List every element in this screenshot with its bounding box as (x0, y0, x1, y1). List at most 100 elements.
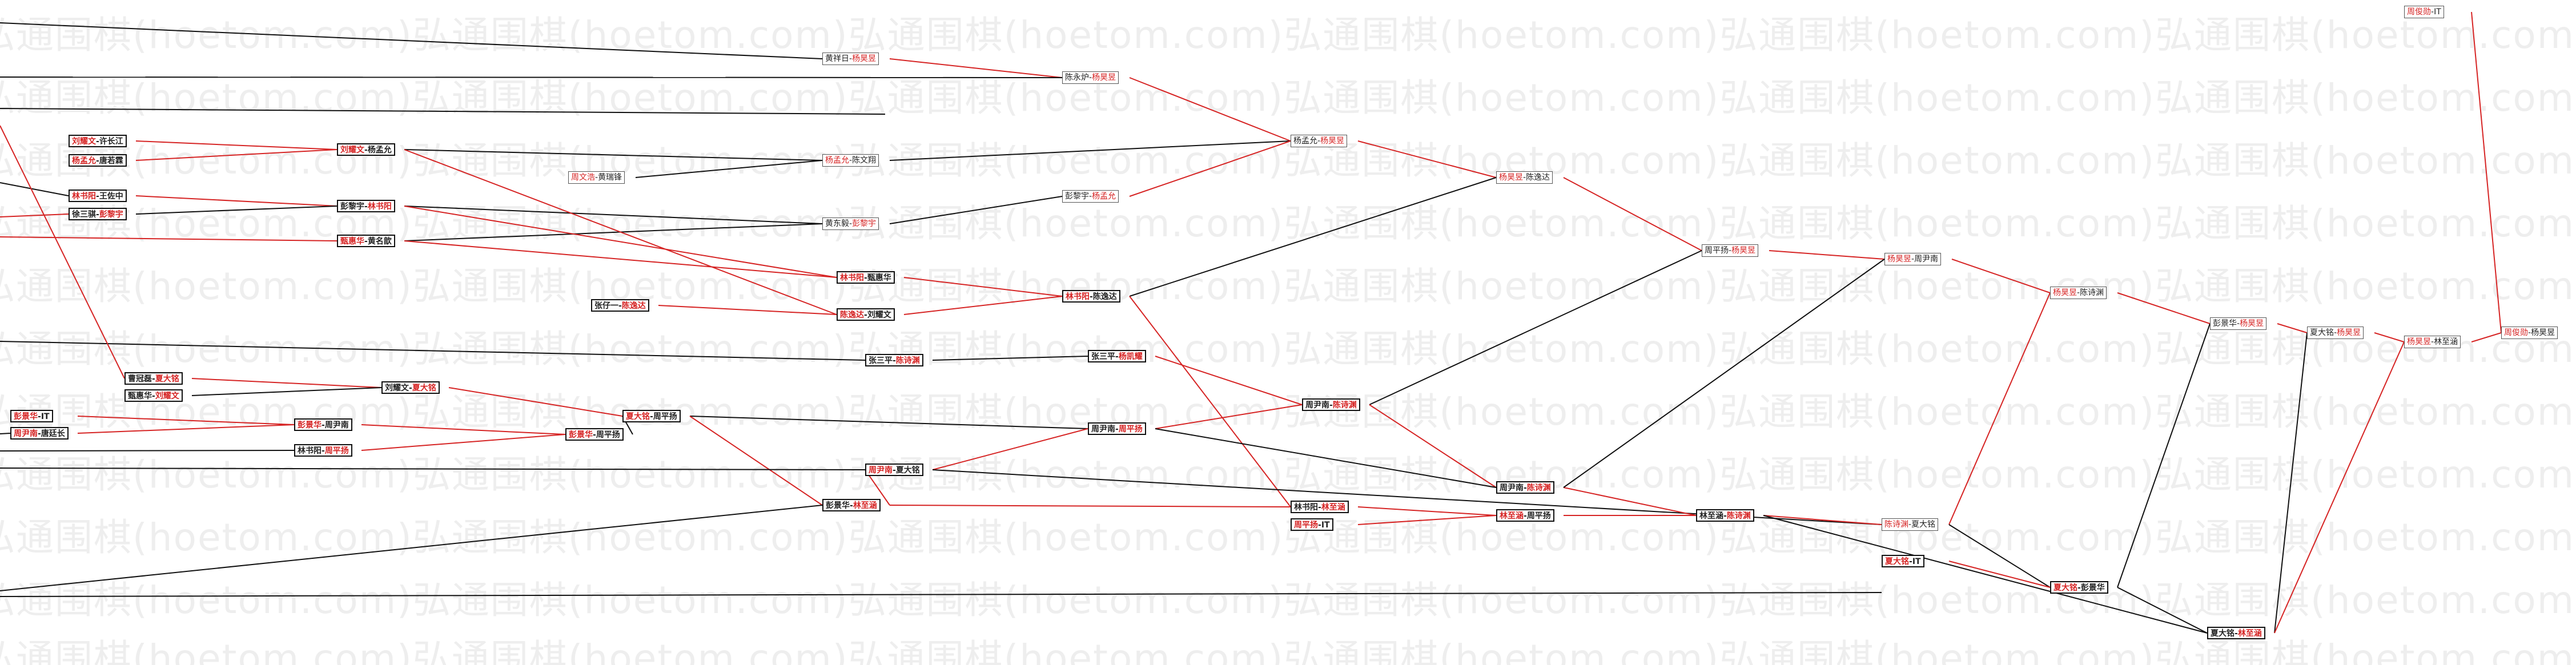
match-box: 周尹南-陈诗渊 (1496, 481, 1554, 494)
player-a: 林书阳 (1066, 292, 1090, 301)
player-a: 陈逸达 (840, 311, 864, 320)
separator: - (849, 156, 853, 165)
match-box: 林至涵-周平扬 (1496, 509, 1554, 522)
player-a: 刘耀文 (72, 137, 96, 146)
player-a: 徐三骐 (72, 210, 96, 219)
player-a: 黄祥日 (825, 54, 849, 63)
bracket-edge (404, 223, 823, 241)
separator: - (1318, 503, 1321, 512)
separator: - (849, 219, 853, 228)
feeder-edge (0, 76, 1063, 78)
player-a: 张三平 (869, 356, 893, 365)
bracket-edge (135, 149, 337, 161)
match-box: 曹冠磊-夏大铭 (124, 372, 183, 385)
bracket-edge (1763, 515, 2208, 634)
bracket-edge (77, 416, 295, 425)
separator: - (2077, 288, 2080, 297)
separator: - (38, 429, 41, 438)
bracket-edge (1357, 506, 1497, 516)
player-b: 刘耀文 (867, 311, 891, 320)
feeder-edge (0, 236, 337, 241)
separator: - (322, 446, 325, 456)
feeder-edge (0, 213, 69, 217)
player-a: 林书阳 (840, 273, 864, 283)
player-b: 周平扬 (324, 446, 349, 456)
player-b: 周尹南 (324, 421, 349, 430)
player-b: 杨孟允 (1092, 192, 1116, 201)
bracket-edge (2117, 323, 2211, 588)
player-b: 周平扬 (1118, 425, 1143, 434)
match-box: 周尹南-周平扬 (1088, 422, 1146, 435)
separator: - (322, 421, 325, 430)
separator: - (409, 384, 412, 393)
separator: - (850, 501, 853, 510)
separator: - (893, 466, 896, 475)
bracket-edge (135, 195, 337, 207)
bracket-edge (2117, 587, 2208, 634)
player-a: 夏大铭 (2310, 328, 2334, 337)
player-b: 杨昊昱 (852, 54, 877, 63)
bracket-edge (1357, 140, 1497, 178)
bracket-edge (689, 416, 1088, 429)
feeder-edge (0, 592, 1882, 597)
player-b: 甄惠华 (867, 273, 891, 283)
match-box: 周俊勋-IT (2404, 6, 2444, 18)
match-box: 周尹南-唐廷长 (10, 427, 69, 440)
bracket-edge (2117, 292, 2211, 324)
player-b: 唐若霖 (99, 156, 123, 166)
player-b: 杨昊昱 (1320, 136, 1345, 146)
player-b: 王佐中 (99, 192, 123, 201)
bracket-edge (1155, 404, 1303, 429)
player-a: 夏大铭 (2053, 583, 2077, 593)
bracket-edge (889, 505, 1291, 507)
player-a: 曹冠磊 (128, 374, 152, 384)
feeder-edge (0, 182, 69, 196)
match-box: 林书阳-陈逸达 (1062, 290, 1120, 303)
match-box: 杨昊昱-周尹南 (1884, 253, 1942, 265)
separator: - (1318, 521, 1321, 530)
match-box: 黄东毅-彭黎宇 (822, 217, 879, 230)
separator: - (1115, 425, 1119, 434)
bracket-edge (889, 58, 1063, 78)
match-box: 彭景华-林至涵 (822, 499, 881, 511)
player-b: 周平扬 (1526, 511, 1551, 521)
match-box: 周文浩-黄瑞锋 (568, 171, 625, 184)
separator: - (1723, 511, 1727, 521)
match-box: 彭景华-周尹南 (294, 418, 352, 431)
bracket-edge (658, 305, 837, 315)
player-b: 黄名歆 (367, 237, 392, 246)
player-b: 彭景华 (2080, 583, 2105, 593)
player-a: 杨孟允 (72, 156, 96, 166)
player-b: 杨孟允 (367, 146, 392, 155)
bracket-edge (404, 240, 837, 278)
match-box: 彭黎宇-杨孟允 (1062, 190, 1119, 203)
match-box: 张三平-杨凯耀 (1088, 350, 1146, 362)
player-b: 陈逸达 (621, 301, 646, 311)
separator: - (1729, 246, 1732, 255)
bracket-edge (191, 387, 382, 396)
player-b: 杨昊昱 (1731, 246, 1756, 255)
bracket-edge (1129, 77, 1291, 142)
separator: - (1524, 511, 1527, 521)
player-b: 夏大铭 (412, 384, 436, 393)
separator: - (849, 54, 853, 63)
player-a: 彭景华 (826, 501, 850, 510)
match-box: 夏大铭-IT (1882, 555, 1924, 567)
match-box: 杨昊昱-陈逸达 (1496, 171, 1553, 184)
player-b: 夏大铭 (155, 374, 179, 384)
player-b: IT (1912, 557, 1921, 566)
feeder-edge (0, 22, 823, 59)
separator: - (1911, 255, 1915, 264)
player-b: IT (1321, 521, 1330, 530)
match-box: 杨昊昱-林至涵 (2404, 336, 2461, 348)
player-a: 周尹南 (1091, 425, 1115, 434)
separator: - (595, 173, 598, 182)
match-box: 彭黎宇-林书阳 (337, 200, 395, 212)
match-box: 彭景华-杨昊昱 (2210, 317, 2267, 330)
bracket-edge (404, 205, 837, 278)
match-box: 张三平-陈诗渊 (865, 354, 923, 366)
bracket-edge (2274, 341, 2405, 634)
bracket-edge (1563, 487, 1697, 516)
player-a: 周尹南 (869, 466, 893, 475)
bracket-edge (1951, 259, 2051, 293)
